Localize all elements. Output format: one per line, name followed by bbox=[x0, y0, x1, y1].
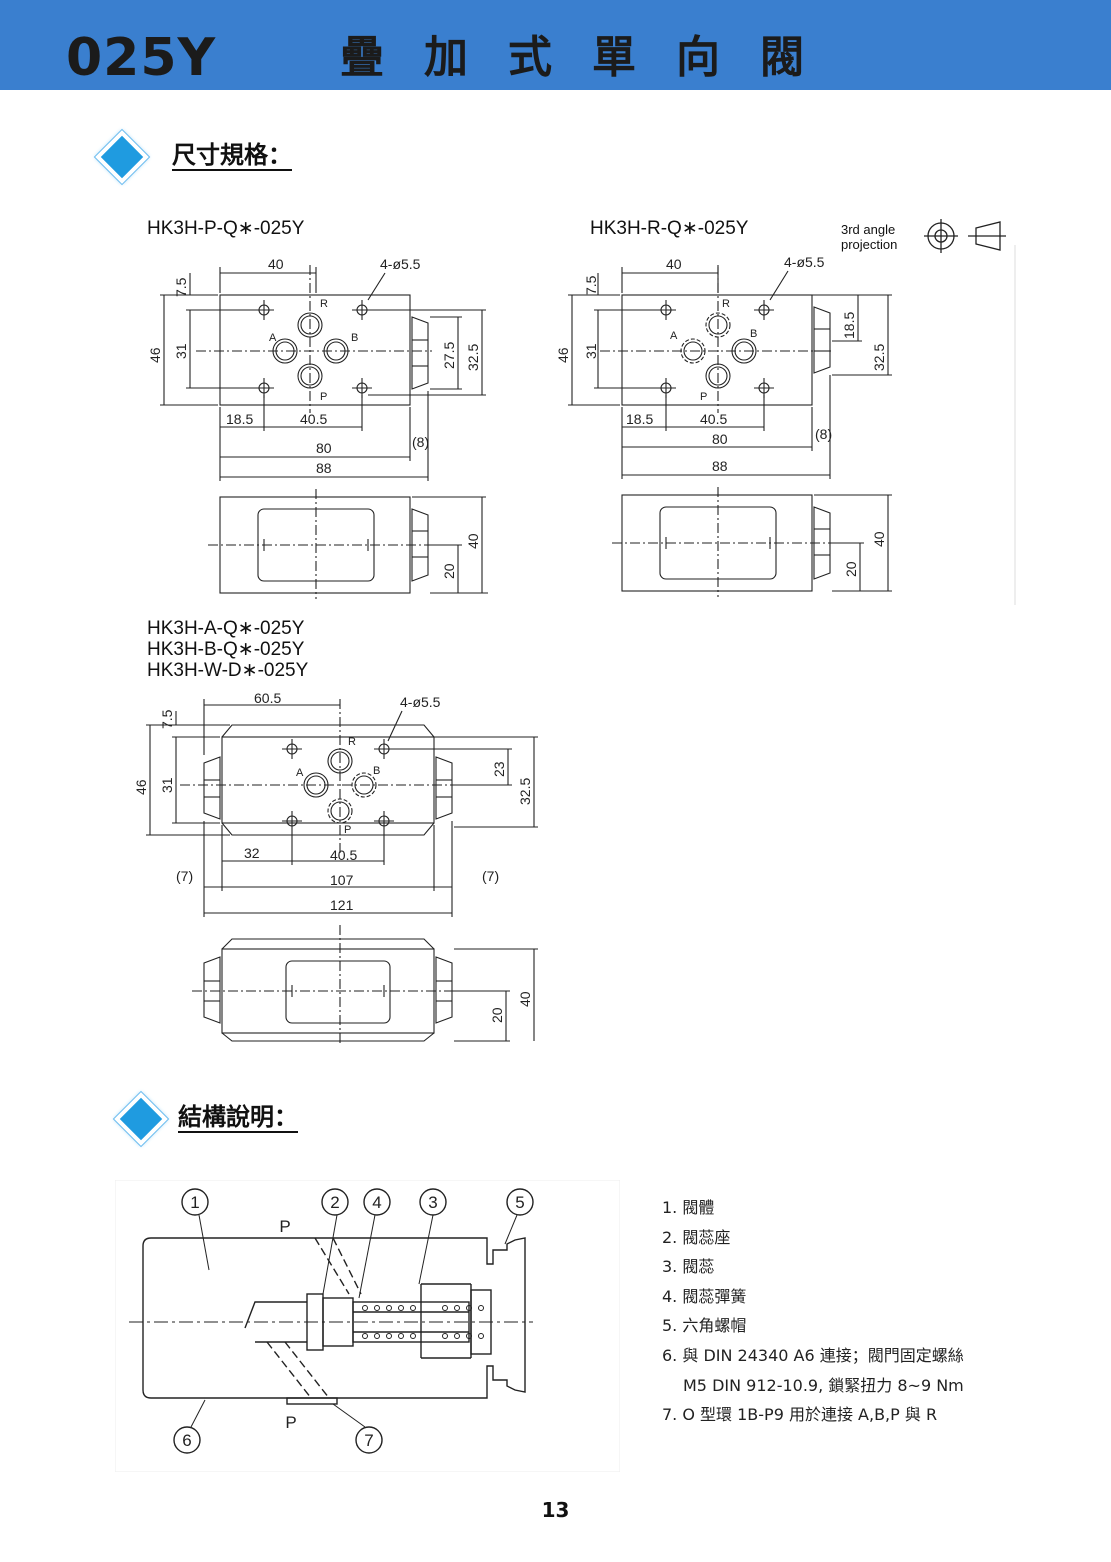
drawing-p-type: 40 4-ø5.5 7.5 46 31 27.5 32.5 18.5 40.5 … bbox=[147, 256, 488, 599]
dim-8: (8) bbox=[412, 434, 429, 450]
structure-cross-section: 1 2 4 3 5 6 7 P P bbox=[115, 1180, 620, 1472]
dim-23: 23 bbox=[491, 761, 507, 777]
section-diamond-icon bbox=[114, 1092, 168, 1146]
dim-7-5: 7.5 bbox=[173, 277, 189, 297]
dim-18-5: 18.5 bbox=[626, 411, 653, 427]
dim-88: 88 bbox=[316, 460, 332, 476]
list-item: 1. 閥體 bbox=[662, 1198, 715, 1217]
dim-40-5: 40.5 bbox=[330, 847, 357, 863]
dim-46: 46 bbox=[147, 347, 163, 363]
callout-3: 3 bbox=[428, 1193, 437, 1212]
port-p-top: P bbox=[279, 1217, 290, 1236]
model-label-a: HK3H-A-Q∗-025Y bbox=[147, 618, 305, 639]
section-title-structure: 結構說明： bbox=[178, 1103, 298, 1133]
dim-20: 20 bbox=[441, 563, 457, 579]
port-p: P bbox=[700, 391, 707, 403]
parts-list: 1. 閥體 2. 閥蕊座 3. 閥蕊 4. 閥蕊彈簧 5. 六角螺帽 6. 與 … bbox=[662, 1193, 964, 1430]
dim-46: 46 bbox=[555, 347, 571, 363]
model-label-r: HK3H-R-Q∗-025Y bbox=[590, 218, 749, 239]
list-item: 6. 與 DIN 24340 A6 連接；閥門固定螺絲 bbox=[662, 1345, 964, 1365]
list-item: 5. 六角螺帽 bbox=[662, 1316, 747, 1336]
callout-6: 6 bbox=[182, 1431, 191, 1450]
port-p: P bbox=[320, 391, 327, 403]
dim-40-front: 40 bbox=[465, 533, 481, 549]
dim-7-right: (7) bbox=[482, 868, 499, 884]
dim-80: 80 bbox=[316, 440, 332, 456]
callout-7: 7 bbox=[364, 1431, 373, 1450]
callout-4: 4 bbox=[372, 1193, 381, 1212]
dim-7-left: (7) bbox=[176, 868, 193, 884]
dim-18-5: 18.5 bbox=[226, 411, 253, 427]
port-b: B bbox=[373, 765, 380, 777]
dim-88: 88 bbox=[712, 458, 728, 474]
callout-5: 5 bbox=[515, 1193, 524, 1212]
port-r: R bbox=[320, 298, 328, 310]
page-title: 疊加式單向閥 bbox=[340, 32, 844, 83]
model-code: 025Y bbox=[66, 28, 217, 88]
drawing-r-type: 40 4-ø5.5 7.5 46 31 18.5 32.5 18.5 40.5 … bbox=[555, 245, 1016, 605]
dim-32: 32 bbox=[244, 845, 260, 861]
dim-hole: 4-ø5.5 bbox=[380, 256, 421, 272]
port-p: P bbox=[344, 824, 351, 836]
header-bar bbox=[0, 0, 1111, 90]
dim-80: 80 bbox=[712, 431, 728, 447]
model-label-w: HK3H-W-D∗-025Y bbox=[147, 660, 309, 681]
model-label-p: HK3H-P-Q∗-025Y bbox=[147, 218, 305, 239]
port-r: R bbox=[722, 298, 730, 310]
section-diamond-icon bbox=[95, 130, 149, 184]
port-a: A bbox=[296, 767, 304, 779]
port-a: A bbox=[670, 330, 678, 342]
dim-hole: 4-ø5.5 bbox=[784, 254, 825, 270]
dim-31: 31 bbox=[159, 777, 175, 793]
dim-7-5: 7.5 bbox=[583, 275, 599, 295]
dim-32-5: 32.5 bbox=[517, 778, 533, 805]
dim-20: 20 bbox=[489, 1007, 505, 1023]
dim-18-5-right: 18.5 bbox=[841, 312, 857, 339]
dim-40-front: 40 bbox=[871, 531, 887, 547]
model-label-b: HK3H-B-Q∗-025Y bbox=[147, 639, 305, 660]
dim-7-5: 7.5 bbox=[159, 709, 175, 729]
dim-40: 40 bbox=[268, 256, 284, 272]
dim-46: 46 bbox=[133, 779, 149, 795]
port-b: B bbox=[351, 332, 358, 344]
dim-hole: 4-ø5.5 bbox=[400, 694, 441, 710]
dim-107: 107 bbox=[330, 872, 354, 888]
dim-40-front: 40 bbox=[517, 991, 533, 1007]
dim-8: (8) bbox=[815, 426, 832, 442]
dim-31: 31 bbox=[583, 343, 599, 359]
dim-20: 20 bbox=[843, 561, 859, 577]
list-item: M5 DIN 912-10.9, 鎖緊扭力 8~9 Nm bbox=[683, 1375, 964, 1395]
list-item: 4. 閥蕊彈簧 bbox=[662, 1286, 747, 1306]
dim-60-5: 60.5 bbox=[254, 690, 281, 706]
list-item: 3. 閥蕊 bbox=[662, 1257, 715, 1277]
callout-1: 1 bbox=[190, 1193, 199, 1212]
dim-121: 121 bbox=[330, 897, 354, 913]
list-item: 2. 閥蕊座 bbox=[662, 1227, 731, 1247]
callout-2: 2 bbox=[330, 1193, 339, 1212]
dim-40: 40 bbox=[666, 256, 682, 272]
dim-32-5: 32.5 bbox=[465, 344, 481, 371]
projection-symbol-icon bbox=[924, 219, 1006, 253]
page-number: 13 bbox=[541, 1498, 570, 1522]
dim-27-5: 27.5 bbox=[441, 342, 457, 369]
dim-40-5: 40.5 bbox=[300, 411, 327, 427]
dim-32-5: 32.5 bbox=[871, 344, 887, 371]
port-b: B bbox=[750, 328, 757, 340]
drawing-abw-type: 60.5 4-ø5.5 7.5 46 31 23 32.5 32 40.5 (7… bbox=[133, 690, 538, 1045]
port-r: R bbox=[348, 736, 356, 748]
port-p-bottom: P bbox=[285, 1413, 296, 1432]
section-title-dimensions: 尺寸規格： bbox=[172, 141, 292, 171]
port-a: A bbox=[269, 332, 277, 344]
dim-40-5: 40.5 bbox=[700, 411, 727, 427]
projection-text: 3rd angle projection bbox=[841, 222, 898, 252]
dim-31: 31 bbox=[173, 343, 189, 359]
list-item: 7. O 型環 1B-P9 用於連接 A,B,P 與 R bbox=[662, 1405, 938, 1425]
